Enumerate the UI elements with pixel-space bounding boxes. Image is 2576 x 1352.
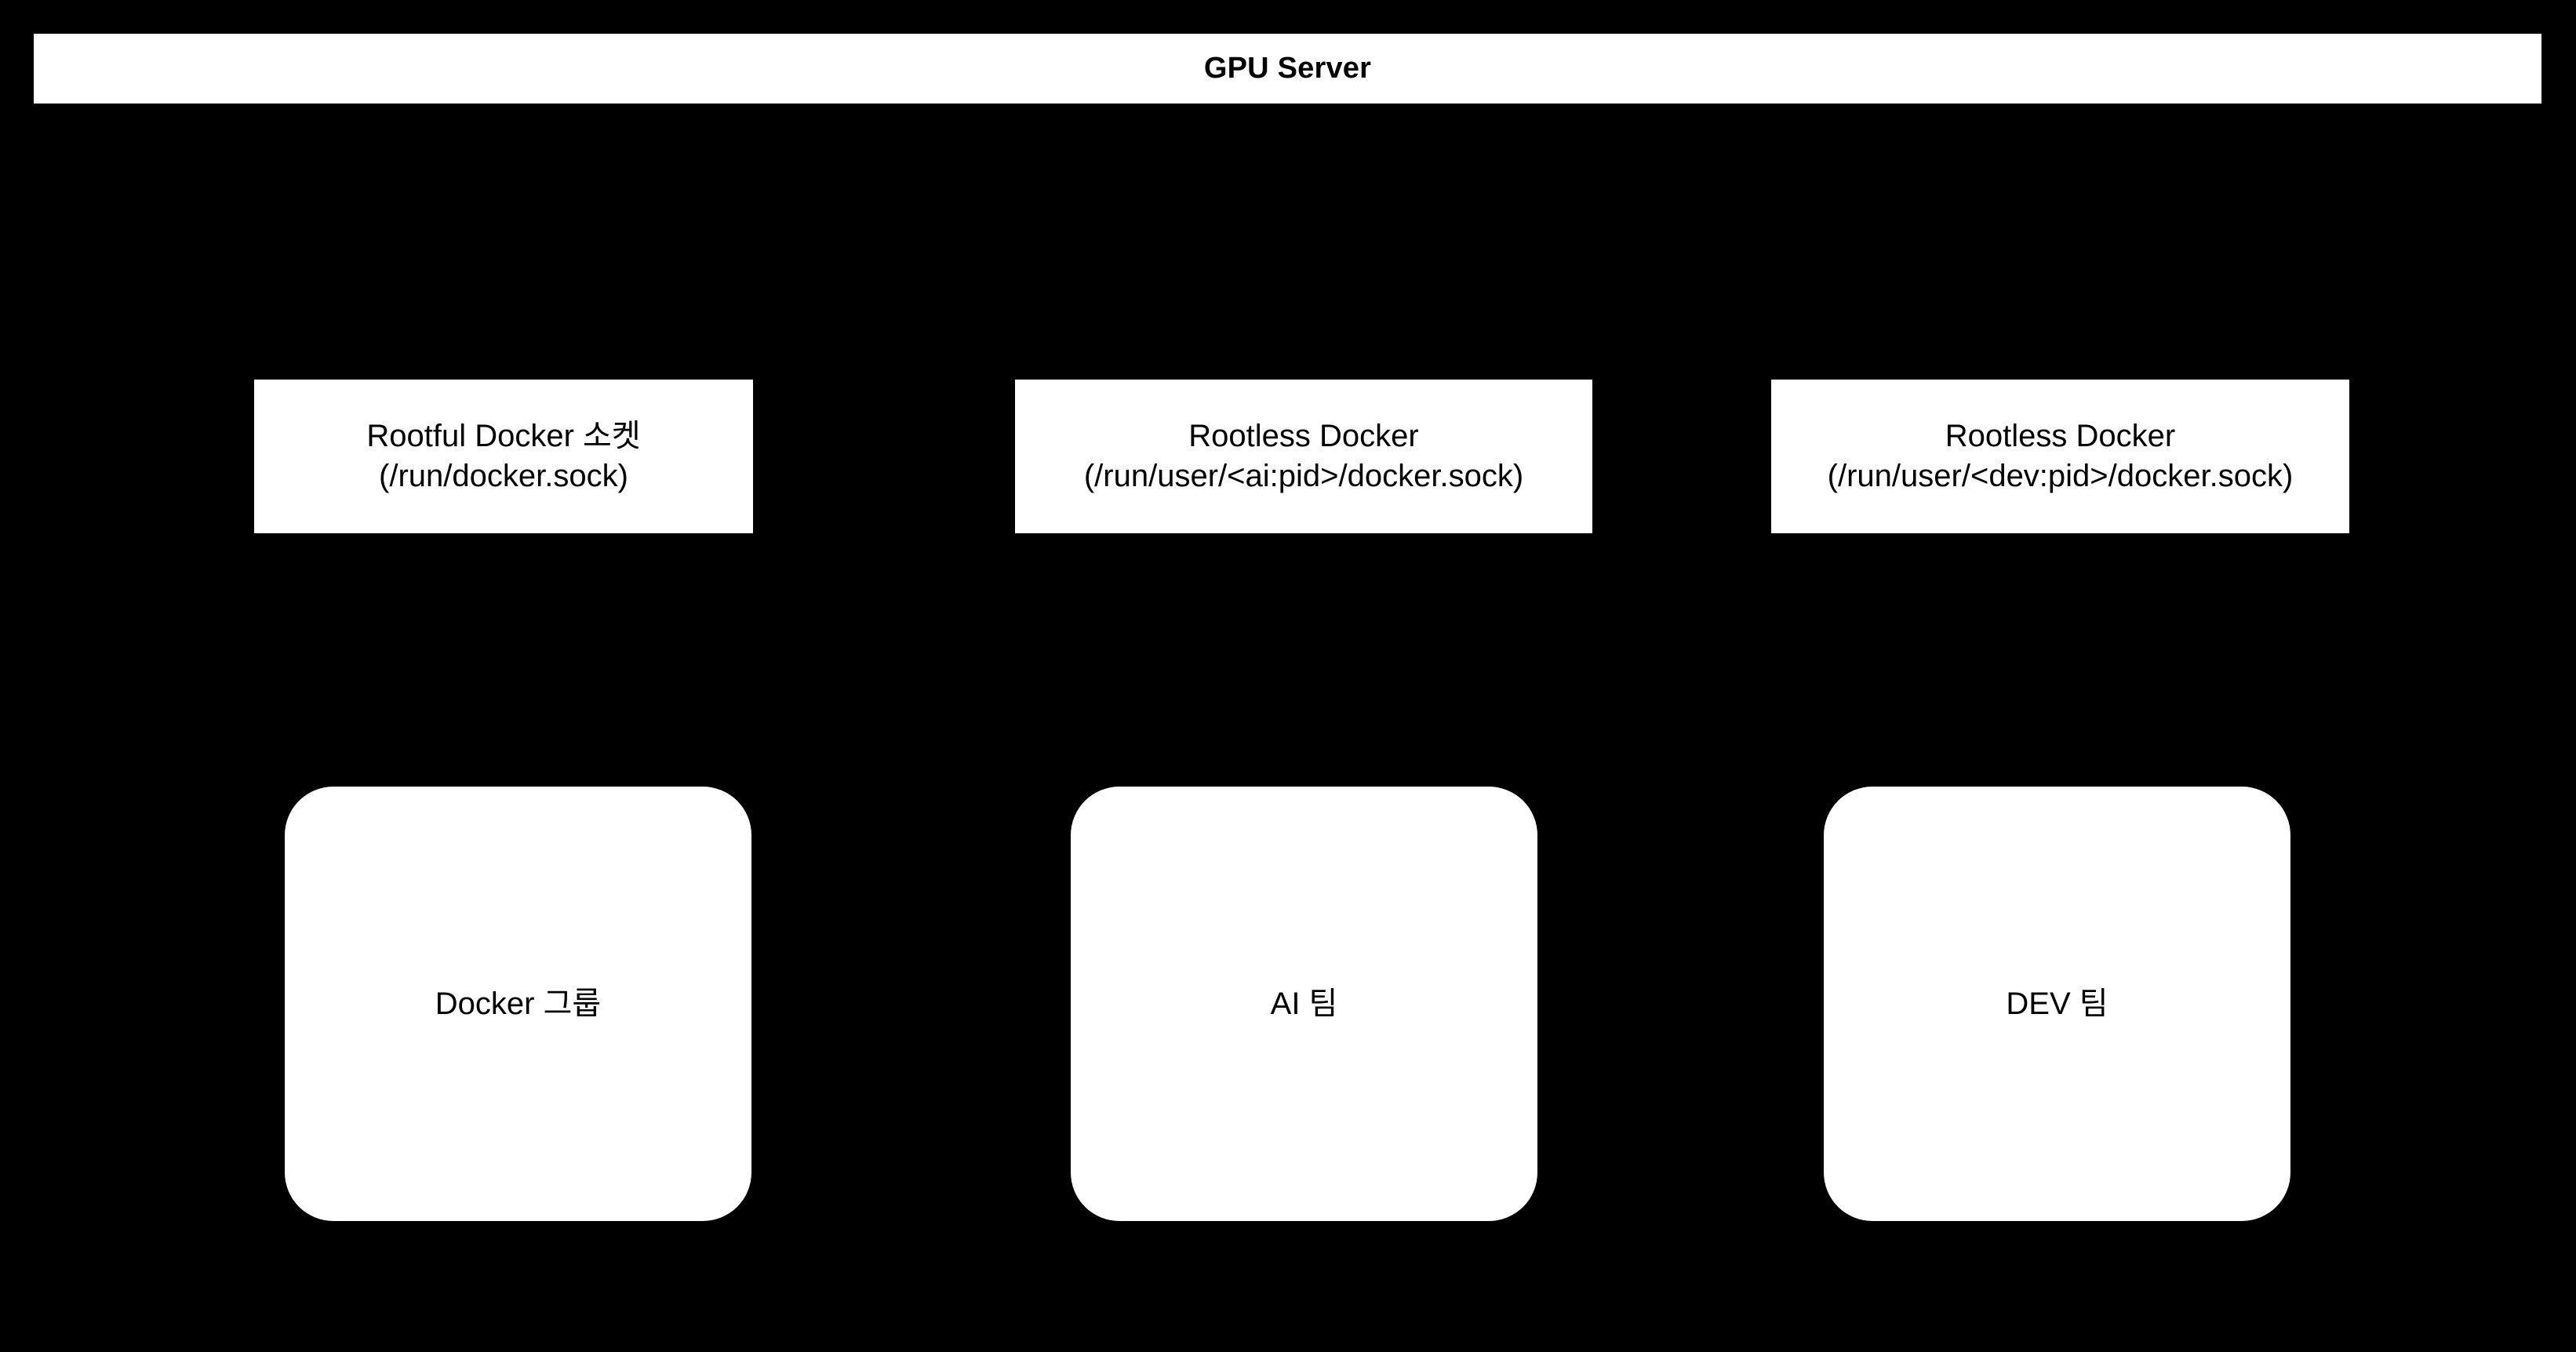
socket-title-line: Rootless Docker	[1945, 418, 2176, 453]
node-rootful-docker-socket[interactable]: Rootful Docker 소켓 (/run/docker.sock)	[254, 380, 753, 533]
page-title: GPU Server	[1203, 51, 1372, 85]
node-docker-group[interactable]: Docker 그룹	[285, 787, 751, 1221]
socket-title-line: Rootful Docker 소켓	[366, 418, 641, 453]
group-label: DEV 팀	[2006, 987, 2108, 1021]
node-rootless-docker-socket-ai[interactable]: Rootless Docker (/run/user/<ai:pid>/dock…	[1015, 380, 1592, 533]
node-rootless-docker-socket-dev[interactable]: Rootless Docker (/run/user/<dev:pid>/doc…	[1771, 380, 2349, 533]
node-dev-team[interactable]: DEV 팀	[1824, 787, 2290, 1221]
socket-path-line: (/run/user/<ai:pid>/docker.sock)	[1083, 459, 1524, 493]
socket-path-line: (/run/user/<dev:pid>/docker.sock)	[1827, 459, 2294, 493]
node-ai-team[interactable]: AI 팀	[1071, 787, 1537, 1221]
group-label: AI 팀	[1270, 987, 1338, 1021]
group-label: Docker 그룹	[435, 987, 602, 1021]
socket-title-line: Rootless Docker	[1188, 418, 1419, 453]
socket-path-line: (/run/docker.sock)	[379, 459, 628, 493]
gpu-server-header-bar: GPU Server	[34, 34, 2541, 104]
